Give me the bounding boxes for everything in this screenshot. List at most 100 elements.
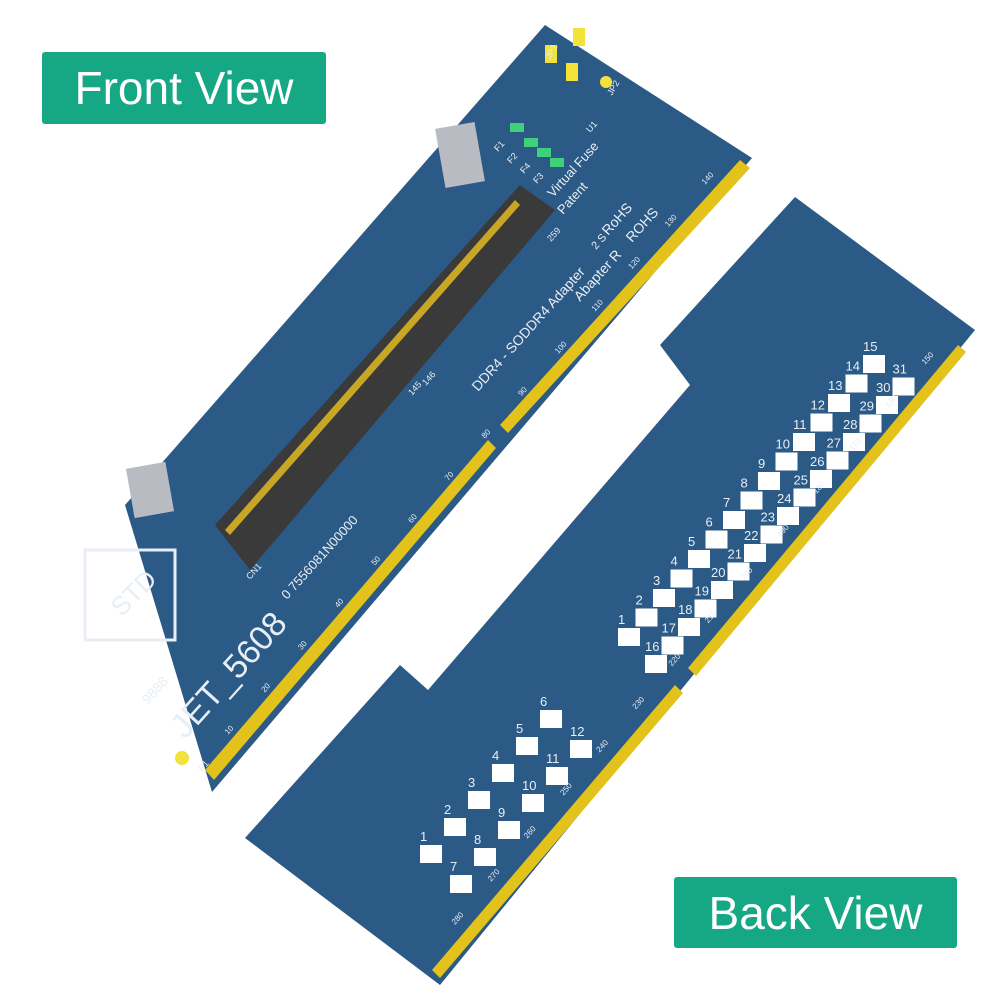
pad-number: 10 <box>522 778 536 793</box>
pad <box>653 589 675 607</box>
pad-lower-a: 1 2 3 4 5 6 <box>420 694 562 863</box>
pad-number: 7 <box>450 859 457 874</box>
pad-number: 29 <box>860 399 874 414</box>
pad <box>740 491 763 510</box>
pad <box>540 710 562 728</box>
pad <box>723 511 745 529</box>
pad <box>468 791 490 809</box>
pad-number: 2 <box>444 802 451 817</box>
pad-number: 11 <box>793 417 807 432</box>
sodimm-connector <box>215 185 555 570</box>
pad-number: 12 <box>811 398 825 413</box>
pad <box>670 569 693 588</box>
pad <box>826 451 849 470</box>
front-gold-fingers-right <box>500 160 750 433</box>
pad-number: 4 <box>492 748 499 763</box>
back-gold-fingers-right <box>688 345 966 676</box>
pad-number: 17 <box>662 621 676 636</box>
back-gold-fingers-left <box>432 685 683 978</box>
pad-number: 5 <box>688 534 695 549</box>
pad <box>810 413 833 432</box>
pad-number: 20 <box>711 565 725 580</box>
pad-number: 6 <box>540 694 547 709</box>
pad-number: 30 <box>876 380 890 395</box>
pad <box>618 628 640 646</box>
pad-number: 5 <box>516 721 523 736</box>
front-view-label: Front View <box>42 52 326 124</box>
pad <box>845 374 868 393</box>
pad-lower-b: 7 8 9 10 11 12 <box>450 724 592 893</box>
pad-number: 12 <box>570 724 584 739</box>
back-pcb <box>245 197 975 985</box>
pad <box>516 737 538 755</box>
pad <box>450 875 472 893</box>
pad <box>498 821 520 839</box>
pad <box>444 818 466 836</box>
pad <box>570 740 592 758</box>
pad <box>876 396 898 414</box>
pad-number: 24 <box>777 491 791 506</box>
pad <box>828 394 850 412</box>
pad-number: 16 <box>645 639 659 654</box>
pad-number: 4 <box>671 554 678 569</box>
pad-number: 1 <box>420 829 427 844</box>
pad-number: 19 <box>695 584 709 599</box>
pad-number: 1 <box>618 612 625 627</box>
pad-number: 9 <box>498 805 505 820</box>
pad <box>727 562 750 581</box>
pad <box>777 507 799 525</box>
pad-number: 21 <box>728 547 742 562</box>
pad <box>635 608 658 627</box>
pad <box>810 470 832 488</box>
pad-number: 22 <box>744 528 758 543</box>
latch-top <box>435 121 485 189</box>
pad <box>522 794 544 812</box>
pad-number: 10 <box>776 437 790 452</box>
front-gold-fingers-left <box>205 440 496 780</box>
pad <box>546 767 568 785</box>
pad <box>843 433 865 451</box>
pad <box>859 414 882 433</box>
pad <box>760 525 783 544</box>
pad <box>474 848 496 866</box>
pad <box>863 355 885 373</box>
pad <box>775 452 798 471</box>
pad-number: 31 <box>893 362 907 377</box>
pad <box>678 618 700 636</box>
pad-number: 25 <box>794 473 808 488</box>
pad <box>492 764 514 782</box>
pad-number: 8 <box>741 476 748 491</box>
pad <box>758 472 780 490</box>
pad <box>793 433 815 451</box>
pad <box>688 550 710 568</box>
pad <box>420 845 442 863</box>
pad <box>694 599 717 618</box>
pad-number: 6 <box>706 515 713 530</box>
pad-number: 7 <box>723 495 730 510</box>
pad <box>661 636 684 655</box>
pad <box>645 655 667 673</box>
pad <box>892 377 915 396</box>
front-pcb <box>125 25 752 792</box>
pad-number: 23 <box>761 510 775 525</box>
pad-number: 15 <box>863 339 877 354</box>
pad-number: 26 <box>810 454 824 469</box>
pad-number: 14 <box>846 359 860 374</box>
back-view-label: Back View <box>674 877 957 948</box>
pad-number: 18 <box>678 602 692 617</box>
pad-number: 9 <box>758 456 765 471</box>
pad <box>744 544 766 562</box>
pad-number: 2 <box>636 593 643 608</box>
pad-number: 3 <box>468 775 475 790</box>
pad-number: 8 <box>474 832 481 847</box>
pad-number: 13 <box>828 378 842 393</box>
pad <box>711 581 733 599</box>
code-label: 9888 <box>138 673 171 707</box>
pad <box>705 530 728 549</box>
pad-number: 11 <box>546 751 560 766</box>
pad-number: 27 <box>827 436 841 451</box>
